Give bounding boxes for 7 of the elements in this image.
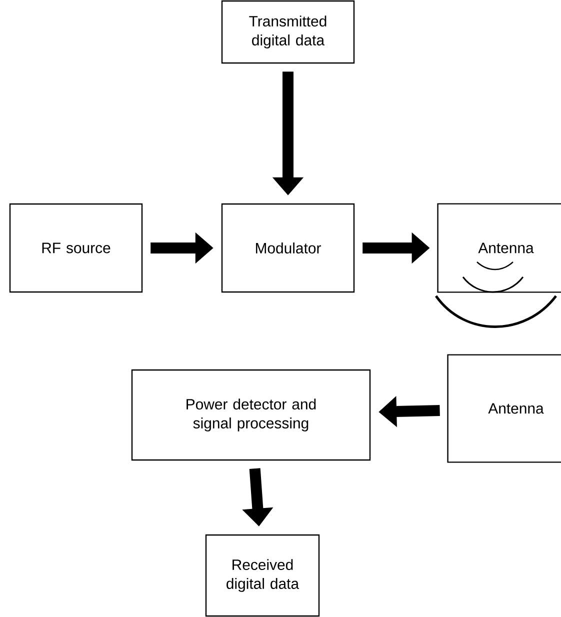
process-box: Received digital data [205, 534, 320, 617]
process-box: Power detector and signal processing [131, 369, 371, 461]
process-box: Antenna [447, 354, 561, 463]
process-box: Transmitted digital data [221, 0, 355, 64]
process-box: Modulator [221, 203, 355, 293]
process-box: Antenna [437, 203, 561, 293]
process-box: RF source [9, 203, 143, 293]
